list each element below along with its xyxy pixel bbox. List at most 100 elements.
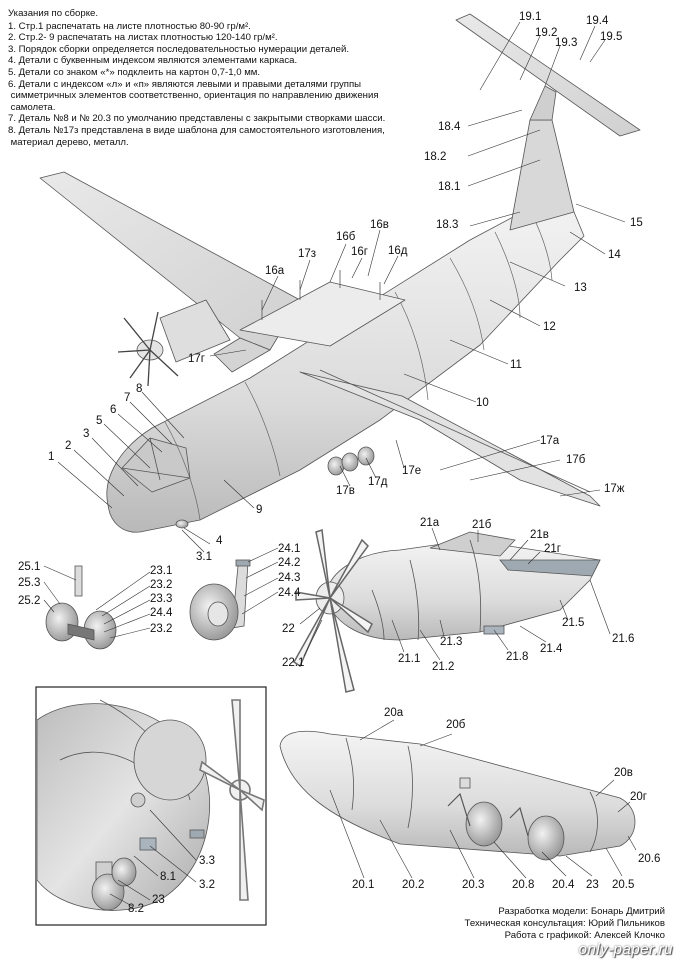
- label: 18.4: [438, 121, 461, 133]
- label: 24.1: [278, 543, 300, 555]
- left-engine-nacelle: [159, 299, 231, 363]
- aircraft-assembly: [39, 13, 641, 533]
- fairing-wheel-rear: [527, 815, 565, 861]
- main-gear-cap: [235, 559, 251, 567]
- fairing-labels: 20а 20б 20в 20г 20.6 20.5 23 20.4 20.8 2…: [352, 707, 660, 891]
- label: 11: [510, 359, 522, 371]
- label: 16д: [388, 245, 408, 257]
- label: 21.3: [440, 636, 462, 648]
- label: 20а: [384, 707, 404, 719]
- label: 20б: [446, 719, 466, 731]
- label: 17б: [566, 454, 586, 466]
- fairing-body: [279, 730, 636, 857]
- label: 24.2: [278, 557, 300, 569]
- label: 21.6: [612, 633, 634, 645]
- nose-gear-detail: [45, 565, 117, 650]
- vertical-fin: [509, 119, 575, 231]
- label: 20.3: [462, 879, 484, 891]
- nacelle-sections: [371, 539, 482, 641]
- label: 17г: [188, 353, 205, 365]
- label: 5: [96, 415, 102, 427]
- instruction-line: 8. Деталь №17з представлена в виде шабло…: [8, 124, 385, 148]
- label: 16в: [370, 219, 389, 231]
- instruction-line: 2. Стр.2- 9 распечатать на листах плотно…: [8, 32, 278, 44]
- instruction-line: 3. Порядок сборки определяется последова…: [8, 43, 350, 55]
- label: 14: [608, 249, 621, 261]
- label: 16г: [351, 246, 368, 258]
- label: 4: [216, 535, 223, 547]
- label: 20.1: [352, 879, 374, 891]
- label: 21в: [530, 529, 549, 541]
- watermark: only-paper.ru: [578, 941, 673, 958]
- label: 19.3: [555, 37, 577, 49]
- inset-closeup: [35, 686, 267, 926]
- nose-gear-axle: [67, 623, 95, 641]
- label: 17е: [402, 465, 421, 477]
- label: 3.2: [199, 879, 215, 891]
- label: 12: [543, 321, 556, 333]
- main-gear-labels: 24.1 24.2 24.3 24.4: [278, 543, 301, 599]
- label: 6: [110, 404, 116, 416]
- label: 20.8: [512, 879, 534, 891]
- instructions-title: Указания по сборке.: [8, 8, 99, 19]
- label: 16б: [336, 231, 356, 243]
- inset-leaders: [109, 809, 197, 907]
- label: 20г: [630, 791, 647, 803]
- label: 3.1: [196, 551, 212, 563]
- right-wing-spar: [319, 369, 591, 493]
- label: 3.3: [199, 855, 215, 867]
- label: 16а: [265, 265, 285, 277]
- label: 18.2: [424, 151, 446, 163]
- main-gear-detail: [189, 559, 251, 641]
- label: 23: [152, 894, 165, 906]
- credits: Разработка модели: Бонарь Дмитрий Технич…: [465, 906, 665, 942]
- label: 25.2: [18, 595, 40, 607]
- fairing-sections: [345, 737, 598, 853]
- label: 25.1: [18, 561, 40, 573]
- gear-fairing-detail: [279, 730, 636, 861]
- label: 21а: [420, 517, 440, 529]
- label: 19.5: [600, 31, 622, 43]
- label: 23.2: [150, 579, 172, 591]
- label: 13: [574, 282, 587, 294]
- label: 23.2: [150, 623, 172, 635]
- label: 18.3: [436, 219, 458, 231]
- instruction-line: 5. Детали со знаком «*» подклеить на кар…: [8, 66, 261, 78]
- label: 19.4: [586, 15, 609, 27]
- label: 22: [282, 623, 295, 635]
- label: 23.1: [150, 565, 172, 577]
- nose-gear-strut: [74, 565, 83, 597]
- label: 17в: [336, 485, 355, 497]
- cockpit-window-frame: [121, 437, 191, 481]
- nacelle-propeller: [293, 528, 373, 693]
- label: 20.5: [612, 879, 634, 891]
- label: 21г: [544, 543, 561, 555]
- main-gear-hub: [207, 601, 229, 627]
- label: 21.4: [540, 643, 563, 655]
- credit-graphics: Работа с графикой: Алексей Клочко: [504, 930, 665, 941]
- nacelle-intake-open: [499, 559, 601, 577]
- label: 17а: [540, 435, 560, 447]
- leader-lines: [57, 21, 626, 553]
- label: 8: [136, 383, 142, 395]
- label: 20.6: [638, 853, 660, 865]
- main-gear-wheels: [327, 446, 375, 476]
- instruction-line: 7. Деталь №8 и № 20.3 по умолчанию предс…: [8, 113, 386, 125]
- label: 2: [65, 440, 71, 452]
- engine-nacelle-detail: [293, 528, 601, 693]
- nacelle-top-frame: [429, 531, 516, 557]
- instruction-line: 4. Детали с буквенным индексом являются …: [8, 55, 298, 67]
- label: 8.2: [128, 903, 144, 915]
- label: 8.1: [160, 871, 176, 883]
- fairing-strut: [459, 777, 471, 789]
- fairing-leaders: [329, 719, 637, 879]
- fuselage-station-lines: [164, 209, 553, 521]
- label: 18.1: [438, 181, 460, 193]
- label: 23: [586, 879, 599, 891]
- left-propeller: [117, 311, 179, 387]
- label: 24.3: [278, 572, 300, 584]
- nose-gear-labels: 25.1 25.3 25.2 23.1 23.2 23.3 24.4 23.2: [18, 561, 173, 635]
- stabilizer-mount: [529, 85, 557, 121]
- fairing-gear-legs: [447, 792, 529, 837]
